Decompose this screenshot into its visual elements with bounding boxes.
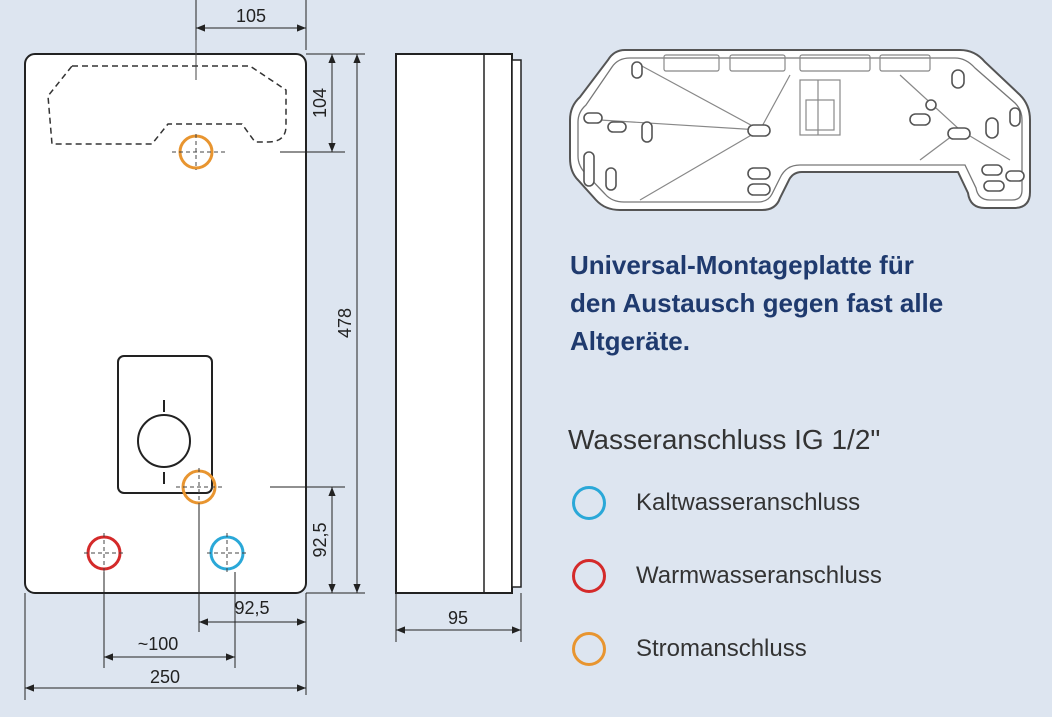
legend-item-power: Stromanschluss [572, 629, 807, 669]
headline-line-3: Altgeräte. [570, 326, 690, 356]
legend-item-warm-water: Warmwasseranschluss [572, 556, 882, 596]
power-ring-icon [572, 632, 606, 666]
cold-water-ring-icon [572, 486, 606, 520]
legend-label-warm-water: Warmwasseranschluss [636, 562, 882, 589]
hidden-outline [47, 65, 287, 145]
dim-total-height: 478 [335, 308, 355, 338]
dim-top-offset: 105 [236, 6, 266, 26]
warm-water-ring-icon [572, 559, 606, 593]
headline-line-1: Universal-Montageplatte für [570, 250, 914, 280]
headline-line-2: den Austausch gegen fast alle [570, 288, 944, 318]
mounting-plate [569, 49, 1031, 211]
dim-lower-height: 92,5 [310, 522, 330, 557]
power-connection-top [172, 134, 226, 170]
legend-label-power: Stromanschluss [636, 635, 807, 662]
device-front-body [24, 53, 307, 594]
cold-water-connection [207, 533, 247, 573]
legend-title: Wasseranschluss IG 1/2" [568, 424, 881, 455]
side-back-plate [511, 59, 522, 588]
legend-item-cold-water: Kaltwasseranschluss [572, 483, 860, 523]
front-view [24, 40, 307, 594]
warm-water-connection [84, 533, 124, 573]
dimension-lines [24, 0, 522, 700]
dim-approx-spacing: ~100 [138, 634, 179, 654]
headline: Universal-Montageplatte für den Austausc… [570, 246, 1030, 360]
control-knob [137, 414, 191, 468]
dim-upper-height: 104 [310, 88, 330, 118]
dim-lower-offset: 92,5 [234, 598, 269, 618]
legend-label-cold-water: Kaltwasseranschluss [636, 489, 861, 516]
dim-width: 250 [150, 667, 180, 687]
side-view [395, 53, 522, 594]
power-connection-bottom [176, 468, 224, 506]
device-side-body [395, 53, 513, 594]
dim-depth: 95 [448, 608, 468, 628]
